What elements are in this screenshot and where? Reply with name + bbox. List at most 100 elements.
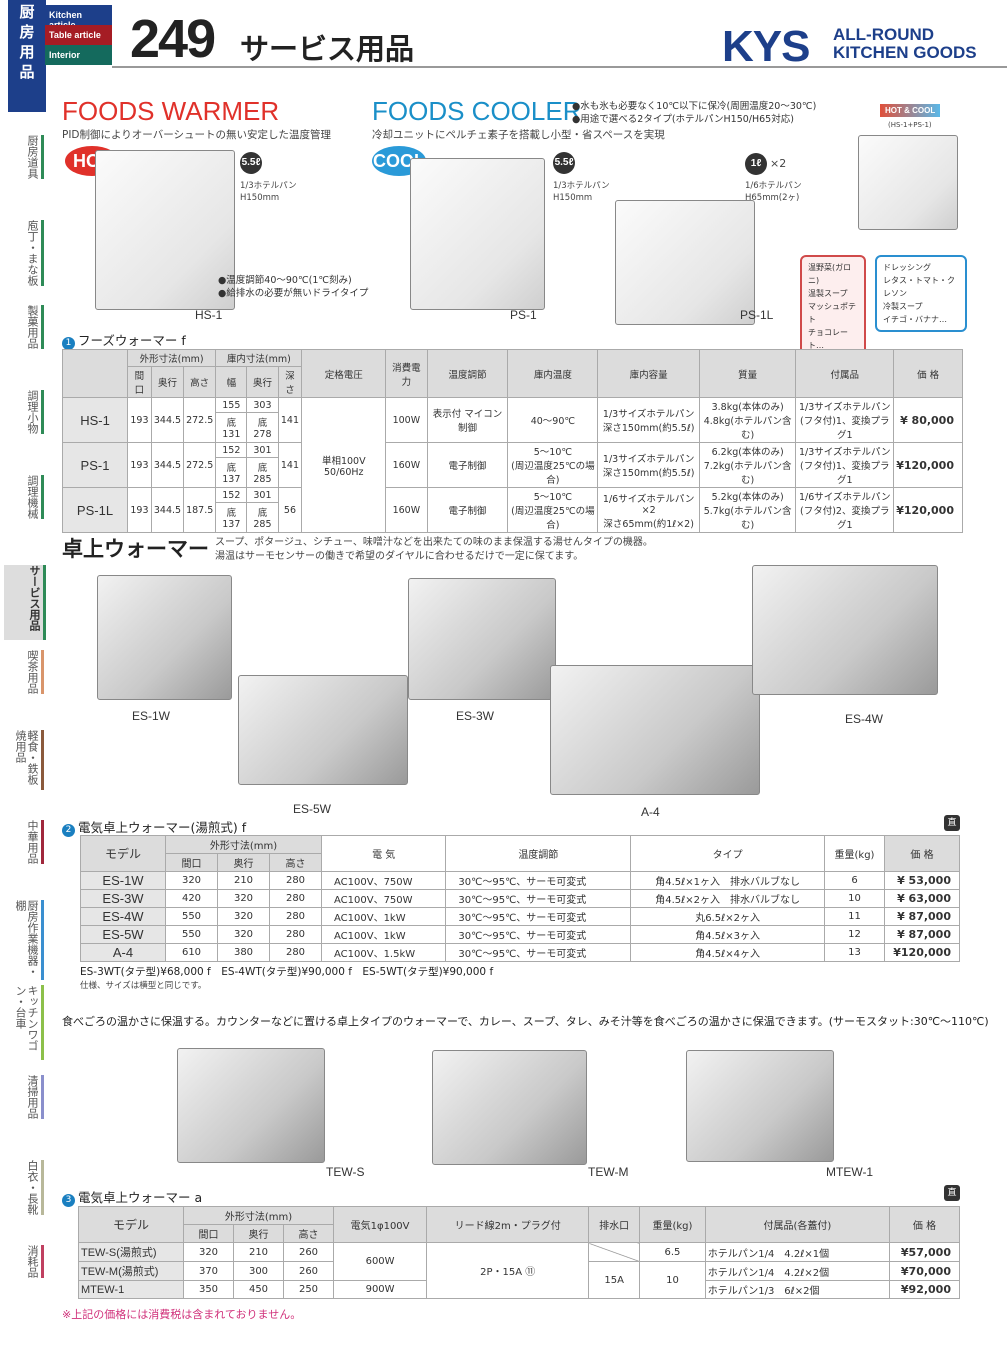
cell: 11 xyxy=(824,907,885,926)
price: ¥70,000 xyxy=(889,1261,960,1281)
sidebar-item-13[interactable]: 白衣・長靴 xyxy=(18,1160,44,1215)
model-label: ES-3W xyxy=(456,709,495,723)
cell: 30℃～95℃、サーモ可変式 xyxy=(445,907,632,926)
cell: 深さ65mm(約1ℓ×2) xyxy=(603,518,694,530)
pan: 1/3ホテルパン xyxy=(240,181,297,191)
sidebar-item-10[interactable]: 厨房作業機器・棚 xyxy=(14,900,44,980)
section-number: 3 xyxy=(62,1194,75,1207)
model: HS-1 xyxy=(62,397,128,443)
es5w-image xyxy=(238,675,408,785)
cell: 30℃～95℃、サーモ可変式 xyxy=(445,943,632,962)
sidebar-item-1[interactable]: 厨房道具 xyxy=(18,135,44,179)
cell: 301 xyxy=(246,487,279,503)
cell: 272.5 xyxy=(183,397,217,443)
cell: 10 xyxy=(824,889,885,908)
price: ¥ 87,000 xyxy=(884,925,960,944)
th: 温度調節 xyxy=(426,349,509,398)
model-label: ES-5W xyxy=(293,802,332,816)
cell: 160W xyxy=(385,487,428,533)
tews-image xyxy=(177,1048,325,1163)
cell: (フタ付)1、変換プラグ1 xyxy=(799,416,890,441)
pan: 1/6ホテルパン xyxy=(745,181,802,191)
code: f xyxy=(181,333,186,348)
th: 外形寸法(mm) xyxy=(126,349,217,367)
th: 間口 xyxy=(127,366,152,398)
sidebar-item-5[interactable]: 調理機械 xyxy=(18,475,44,519)
pan-h: H150mm xyxy=(553,193,593,203)
cell: 6.2kg(本体のみ) xyxy=(711,447,784,458)
cell: 1/3サイズホテルパン xyxy=(602,454,695,465)
item: レタス・トマト・クレソン xyxy=(883,276,955,298)
price: ¥ 53,000 xyxy=(884,871,960,890)
sidebar-item-11[interactable]: キッチンワゴン・台車 xyxy=(14,985,44,1060)
price: ¥120,000 xyxy=(884,943,960,962)
cell: 450 xyxy=(233,1280,284,1299)
cell: 表示付 マイコン制御 xyxy=(426,397,509,443)
code: a xyxy=(194,1190,203,1205)
cell: 141 xyxy=(277,397,303,443)
bullet: ●温度調節40～90℃(1℃刻み) xyxy=(218,275,352,286)
th: 価 格 xyxy=(884,835,960,872)
th: 価 格 xyxy=(889,1206,960,1243)
sidebar-item-9[interactable]: 中華用品 xyxy=(18,820,44,864)
cell: 260 xyxy=(283,1242,334,1262)
th: 間口 xyxy=(183,1224,234,1243)
a4-image xyxy=(550,665,760,795)
item: 温野菜(ガロニ) xyxy=(808,263,852,285)
th: リード線2m・プラグ付 xyxy=(426,1206,590,1243)
page-number: 249 xyxy=(130,9,216,69)
cell: 370 xyxy=(183,1261,234,1281)
sidebar-item-8[interactable]: 軽食・鉄板焼用品 xyxy=(14,730,44,790)
ps1-image xyxy=(410,158,545,310)
cooler-title: FOODS COOLER xyxy=(372,96,582,126)
cell: 280 xyxy=(269,907,322,926)
sidebar-item-3[interactable]: 製菓用品 xyxy=(18,305,44,349)
model-label: MTEW-1 xyxy=(826,1165,874,1179)
hs1-image xyxy=(95,150,235,310)
sidebar-item-2[interactable]: 庖丁・まな板 xyxy=(18,220,44,286)
bullet: ●用途で選べる2タイプ(ホテルパンH150/H65対応) xyxy=(572,114,794,125)
cell: 1/6サイズホテルパン×2 xyxy=(602,493,695,516)
sidebar-item-4[interactable]: 調理小物 xyxy=(18,390,44,434)
ps1l-image xyxy=(615,200,755,325)
ps1l-label: PS-1L xyxy=(740,308,774,322)
th: 価 格 xyxy=(893,349,963,398)
hotcool-sub: (HS-1+PS-1) xyxy=(888,121,932,129)
empty-cell xyxy=(588,1242,641,1262)
th: 庫内容量 xyxy=(597,349,700,398)
tabletop-desc1: スープ、ポタージュ、シチュー、味噌汁などを出来たての味のまま保温する湯せんタイプ… xyxy=(215,537,653,548)
sidebar-item-12[interactable]: 清掃用品 xyxy=(18,1075,44,1119)
cell: 2P・15A ⑪ xyxy=(426,1242,590,1299)
cell: 344.5 xyxy=(150,487,185,533)
cell: 344.5 xyxy=(150,397,185,443)
sidebar-item-14[interactable]: 消耗品 xyxy=(18,1245,44,1278)
cell: (周辺温度25℃の場合) xyxy=(511,461,595,486)
cell: AC100V、1.5kW xyxy=(320,943,447,962)
hot-items: 温野菜(ガロニ)温製スープマッシュポテトチョコレート… xyxy=(800,255,866,358)
item: 温製スープ xyxy=(808,289,848,298)
sidebar-item-7[interactable]: 喫茶用品 xyxy=(18,650,44,694)
cell: AC100V、1kW xyxy=(320,925,447,944)
pan-h: H65mm(2ヶ) xyxy=(745,193,800,203)
th: 外形寸法(mm) xyxy=(165,835,322,854)
logo-sub1: ALL-ROUND xyxy=(833,25,935,44)
model: A-4 xyxy=(80,943,166,962)
cell: 900W xyxy=(332,1280,428,1299)
cell: 5～10℃ xyxy=(533,492,573,503)
cell: 深さ150mm(約5.5ℓ) xyxy=(602,468,695,479)
model: ES-5W xyxy=(80,925,166,944)
cell: 1/3サイズホテルパン xyxy=(798,447,891,458)
section-number: 1 xyxy=(62,337,75,350)
sidebar-item-active[interactable]: サービス用品 xyxy=(4,565,46,640)
bullet: ●給排水の必要が無いドライタイプ xyxy=(218,288,369,299)
pan-info: 1/6ホテルパン H65mm(2ヶ) xyxy=(745,180,802,204)
cell: 1/3サイズホテルパン xyxy=(798,402,891,413)
cell: 193 xyxy=(127,487,152,533)
cooler-subtitle: 冷却ユニットにペルチェ素子を搭載し小型・省スペースを実現 xyxy=(372,129,665,141)
hotcool-label: HOT & COOL xyxy=(880,104,941,117)
volume-icon: 5.5ℓ xyxy=(240,152,262,174)
price: ¥120,000 xyxy=(893,487,963,533)
price: ¥ 80,000 xyxy=(893,397,963,443)
ps1-label: PS-1 xyxy=(510,308,537,322)
